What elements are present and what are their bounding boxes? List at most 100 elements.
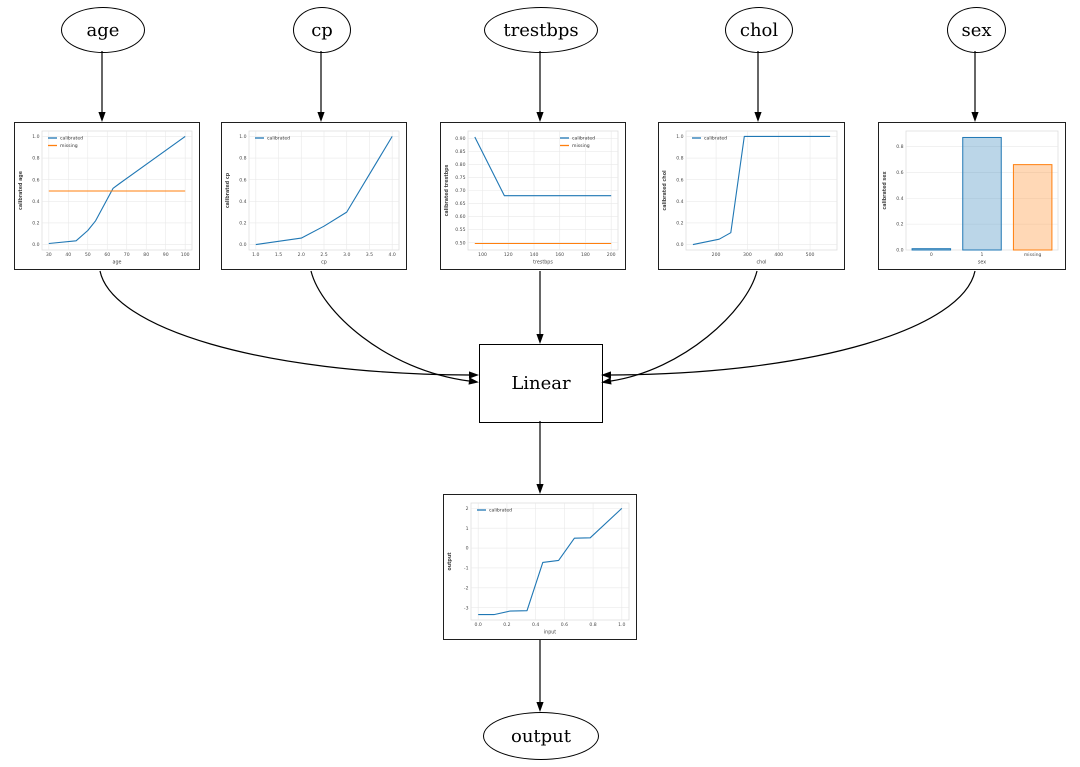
input-node-sex: sex: [947, 7, 1006, 53]
svg-text:0.4: 0.4: [239, 199, 246, 205]
svg-text:0.6: 0.6: [239, 177, 246, 183]
svg-text:missing: missing: [60, 143, 78, 149]
svg-text:100: 100: [181, 252, 190, 258]
output-node: output: [483, 712, 599, 760]
input-node-sex-label: sex: [961, 19, 992, 41]
svg-text:0.6: 0.6: [896, 170, 903, 176]
svg-text:calibrated age: calibrated age: [18, 170, 24, 210]
svg-text:0: 0: [466, 546, 469, 552]
svg-text:200: 200: [712, 252, 721, 258]
svg-text:0.2: 0.2: [896, 222, 903, 228]
svg-text:0.6: 0.6: [676, 177, 683, 183]
svg-text:0.50: 0.50: [455, 240, 465, 246]
calibrator-chart-chol: 0.0 0.2 0.4 0.6 0.8 1.0 200 300 400 500 calibrated…: [662, 130, 838, 266]
svg-text:0.2: 0.2: [32, 221, 39, 227]
input-node-cp: cp: [293, 7, 351, 53]
svg-text:calibrated trestbps: calibrated trestbps: [444, 164, 450, 216]
input-node-chol-label: chol: [739, 19, 779, 41]
svg-text:-2: -2: [464, 585, 469, 591]
edge-age-calibrator-to-linear: [99, 270, 479, 379]
svg-text:0.8: 0.8: [896, 144, 903, 150]
svg-text:2.5: 2.5: [320, 252, 327, 258]
calibrator-plot-chol: 0.0 0.2 0.4 0.6 0.8 1.0 200 300 400 500 calibrated…: [658, 122, 845, 270]
edge-sex-calibrator-to-linear: [601, 270, 976, 379]
svg-text:70: 70: [124, 252, 130, 258]
svg-text:input: input: [544, 630, 556, 636]
svg-text:180: 180: [581, 252, 590, 258]
svg-text:50: 50: [85, 252, 91, 258]
svg-text:400: 400: [774, 252, 783, 258]
svg-text:0.8: 0.8: [239, 156, 246, 162]
input-node-chol: chol: [725, 7, 793, 53]
svg-text:0: 0: [930, 252, 933, 258]
svg-text:calibrated cp: calibrated cp: [225, 172, 231, 208]
svg-text:140: 140: [530, 252, 539, 258]
svg-text:-3: -3: [464, 605, 469, 611]
svg-text:0.4: 0.4: [32, 199, 39, 205]
input-node-age: age: [61, 7, 145, 53]
svg-text:2.0: 2.0: [298, 252, 305, 258]
svg-text:calibrated chol: calibrated chol: [662, 170, 668, 211]
svg-text:0.6: 0.6: [561, 622, 568, 628]
svg-text:0.0: 0.0: [896, 248, 903, 254]
svg-text:0.8: 0.8: [676, 156, 683, 162]
svg-text:120: 120: [504, 252, 513, 258]
svg-text:1.0: 1.0: [676, 134, 683, 140]
svg-text:2: 2: [466, 506, 469, 512]
svg-text:0.2: 0.2: [503, 622, 510, 628]
svg-text:0.0: 0.0: [676, 242, 683, 248]
svg-text:1.0: 1.0: [252, 252, 259, 258]
svg-text:4.0: 4.0: [389, 252, 396, 258]
svg-text:chol: chol: [757, 260, 767, 266]
input-node-age-label: age: [86, 19, 120, 41]
svg-text:sex: sex: [978, 261, 986, 266]
svg-text:calibrated: calibrated: [572, 136, 595, 142]
svg-text:0.60: 0.60: [455, 214, 465, 220]
svg-text:1.0: 1.0: [32, 134, 39, 140]
svg-text:500: 500: [806, 252, 815, 258]
svg-text:calibrated: calibrated: [267, 136, 290, 142]
svg-text:80: 80: [143, 252, 149, 258]
input-node-cp-label: cp: [311, 19, 333, 41]
svg-text:0.2: 0.2: [239, 221, 246, 227]
edge-chol-calibrator-to-linear: [601, 270, 758, 385]
input-node-trestbps: trestbps: [484, 7, 598, 53]
svg-text:0.8: 0.8: [32, 156, 39, 162]
svg-text:0.80: 0.80: [455, 162, 465, 168]
svg-text:0.4: 0.4: [676, 199, 683, 205]
svg-text:-1: -1: [464, 566, 469, 572]
svg-text:0.85: 0.85: [455, 149, 465, 155]
svg-text:300: 300: [743, 252, 752, 258]
svg-text:0.2: 0.2: [676, 221, 683, 227]
edge-cp-calibrator-to-linear: [310, 270, 479, 385]
svg-text:3.5: 3.5: [366, 252, 373, 258]
svg-text:age: age: [113, 261, 122, 266]
svg-text:0.65: 0.65: [455, 201, 465, 207]
svg-text:0.6: 0.6: [32, 177, 39, 183]
svg-text:1: 1: [466, 526, 469, 532]
svg-text:calibrated sex: calibrated sex: [882, 170, 888, 209]
svg-text:1.0: 1.0: [239, 134, 246, 140]
svg-text:1.0: 1.0: [618, 622, 625, 628]
svg-text:3.0: 3.0: [343, 252, 350, 258]
svg-text:90: 90: [163, 252, 169, 258]
svg-text:output: output: [447, 552, 453, 571]
svg-text:30: 30: [46, 252, 52, 258]
svg-text:missing: missing: [572, 143, 590, 149]
svg-text:cp: cp: [321, 261, 327, 266]
svg-text:calibrated: calibrated: [60, 136, 83, 142]
svg-text:40: 40: [65, 252, 71, 258]
svg-text:calibrated: calibrated: [704, 136, 727, 142]
svg-text:0.75: 0.75: [455, 175, 465, 181]
linear-node-label: Linear: [511, 373, 571, 394]
svg-text:0.0: 0.0: [32, 242, 39, 248]
